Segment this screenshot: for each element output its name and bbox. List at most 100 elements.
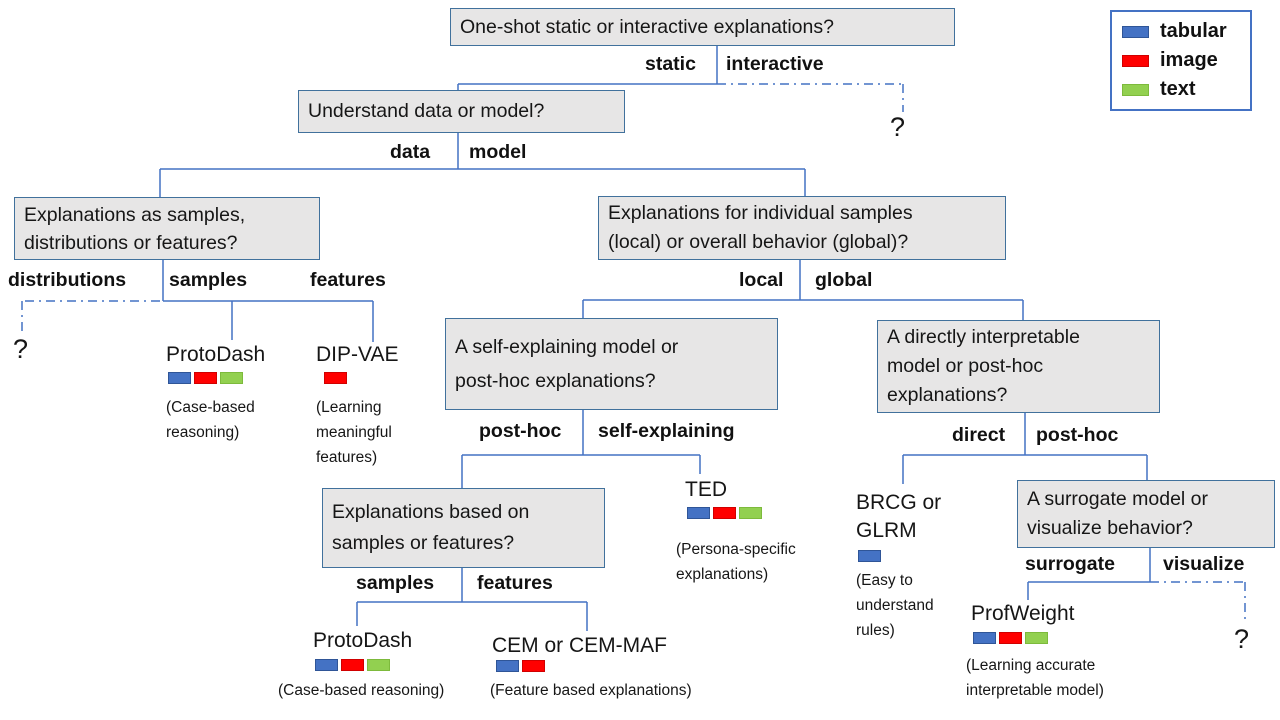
node-self-or-posthoc-question: A self-explaining model or post-hoc expl… — [445, 318, 778, 410]
question-text: Understand data or model? — [308, 100, 545, 122]
desc-line: reasoning) — [166, 424, 240, 441]
desc-line: explanations) — [676, 566, 769, 583]
branch-label-surrogate: surrogate — [1025, 553, 1115, 575]
modality-swatches-dip-vae — [324, 372, 347, 384]
branch-label-interactive: interactive — [726, 53, 824, 75]
desc-line: (Case-based reasoning) — [278, 682, 445, 699]
branch-label-samples-2: samples — [356, 572, 435, 594]
question-mark-distributions: ? — [13, 334, 29, 364]
question-text-line: explanations? — [887, 384, 1008, 406]
method-title-brcg-glrm: BRCG or GLRM — [856, 489, 941, 545]
modality-swatches-ted — [687, 507, 762, 519]
tabular-swatch — [687, 507, 710, 519]
question-text-line: Explanations based on — [332, 501, 530, 523]
desc-line: (Learning — [316, 399, 382, 416]
legend-label-text: text — [1160, 78, 1196, 100]
branch-label-self-explaining: self-explaining — [598, 420, 735, 442]
method-desc-dip-vae: (Learning meaningful features) — [316, 395, 392, 470]
image-swatch — [324, 372, 347, 384]
text-swatch — [1122, 83, 1149, 96]
tabular-swatch — [168, 372, 191, 384]
method-desc-brcg-glrm: (Easy to understand rules) — [856, 568, 934, 643]
desc-line: (Learning accurate — [966, 657, 1096, 674]
branch-label-local: local — [739, 269, 784, 291]
image-swatch — [999, 632, 1022, 644]
image-swatch — [1122, 54, 1149, 67]
branch-label-samples: samples — [169, 269, 248, 291]
connector-visualize-dashdot — [1150, 581, 1246, 624]
modality-swatches-profweight — [973, 632, 1048, 644]
desc-line: (Case-based — [166, 399, 255, 416]
desc-line: features) — [316, 449, 378, 466]
question-mark-interactive: ? — [890, 112, 906, 142]
modality-swatches-protodash-data — [168, 372, 243, 384]
image-swatch — [341, 659, 364, 671]
branch-label-direct: direct — [952, 424, 1006, 446]
modality-swatches-protodash-local — [315, 659, 390, 671]
node-data-or-model-question: Understand data or model? — [298, 90, 625, 133]
modality-swatches-brcg-glrm — [858, 550, 881, 562]
text-swatch — [1025, 632, 1048, 644]
question-text-line: visualize behavior? — [1027, 517, 1193, 539]
legend-row-text: text — [1122, 78, 1250, 101]
tabular-swatch — [858, 550, 881, 562]
question-text-line: A self-explaining model or — [455, 336, 679, 358]
legend-row-tabular: tabular — [1122, 20, 1250, 43]
desc-line: (Easy to — [856, 572, 913, 589]
branch-label-features-2: features — [477, 572, 553, 594]
node-samples-dist-features-question: Explanations as samples, distributions o… — [14, 197, 320, 260]
method-desc-protodash-local: (Case-based reasoning) — [278, 678, 444, 703]
desc-line: rules) — [856, 622, 895, 639]
question-mark-visualize: ? — [1234, 624, 1250, 654]
tabular-swatch — [315, 659, 338, 671]
title-line: GLRM — [856, 519, 917, 542]
question-text-line: Explanations as samples, — [24, 203, 246, 226]
method-desc-cem: (Feature based explanations) — [490, 678, 692, 703]
branch-label-features: features — [310, 269, 386, 291]
connector-samples-dist-split — [162, 260, 374, 342]
legend-row-image: image — [1122, 49, 1250, 72]
node-local-or-global-question: Explanations for individual samples (loc… — [598, 196, 1006, 260]
question-text-line: (local) or overall behavior (global)? — [608, 231, 909, 253]
method-title-protodash-data: ProtoDash — [166, 343, 266, 366]
method-title-protodash-local: ProtoDash — [313, 629, 413, 652]
node-samples-or-features-question: Explanations based on samples or feature… — [322, 488, 605, 568]
desc-line: interpretable model) — [966, 682, 1104, 699]
image-swatch — [194, 372, 217, 384]
title-line: BRCG or — [856, 491, 942, 514]
connector-local-global-split — [582, 260, 1024, 322]
desc-line: understand — [856, 597, 934, 614]
question-text-line: post-hoc explanations? — [455, 370, 656, 392]
branch-label-model: model — [469, 141, 527, 163]
desc-line: (Persona-specific — [676, 541, 796, 558]
question-text: One-shot static or interactive explanati… — [460, 15, 834, 38]
node-surrogate-or-visualize-question: A surrogate model or visualize behavior? — [1017, 480, 1275, 548]
node-direct-or-posthoc-question: A directly interpretable model or post-h… — [877, 320, 1160, 413]
question-text-line: samples or features? — [332, 532, 515, 554]
branch-label-data: data — [390, 141, 431, 163]
text-swatch — [220, 372, 243, 384]
connector-samples-features-split — [356, 568, 588, 631]
method-title-cem: CEM or CEM-MAF — [492, 634, 667, 657]
question-text-line: distributions or features? — [24, 231, 238, 254]
question-text-line: A surrogate model or — [1027, 488, 1209, 510]
branch-label-distributions: distributions — [8, 269, 127, 291]
branch-label-global: global — [815, 269, 873, 291]
branch-label-visualize: visualize — [1163, 553, 1245, 575]
method-title-profweight: ProfWeight — [971, 602, 1075, 625]
tabular-swatch — [496, 660, 519, 672]
node-root-question: One-shot static or interactive explanati… — [450, 8, 955, 46]
desc-line: meaningful — [316, 424, 392, 441]
method-desc-ted: (Persona-specific explanations) — [676, 537, 796, 587]
connector-interactive-dashdot — [717, 83, 904, 112]
image-swatch — [522, 660, 545, 672]
text-swatch — [739, 507, 762, 519]
tabular-swatch — [973, 632, 996, 644]
text-swatch — [367, 659, 390, 671]
question-text-line: model or post-hoc — [887, 355, 1044, 377]
legend-label-tabular: tabular — [1160, 20, 1227, 42]
legend-label-image: image — [1160, 49, 1218, 71]
method-desc-profweight: (Learning accurate interpretable model) — [966, 653, 1104, 703]
method-title-ted: TED — [685, 478, 727, 501]
